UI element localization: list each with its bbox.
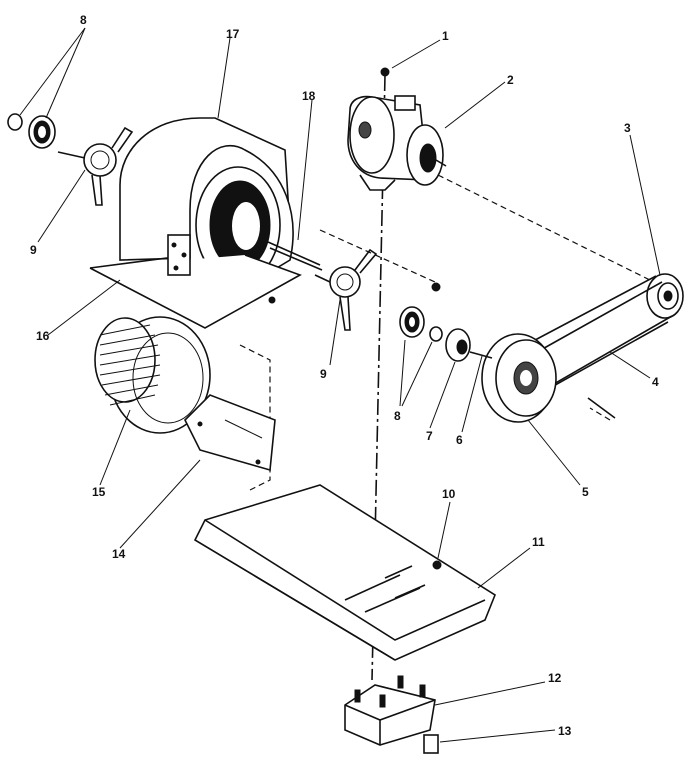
pulley-icon bbox=[481, 333, 616, 423]
bushing-icon bbox=[445, 328, 493, 362]
callout-2: 2 bbox=[507, 73, 514, 87]
callout-15: 15 bbox=[92, 485, 106, 499]
blower-housing-icon bbox=[89, 117, 323, 329]
blower-wheel-icon bbox=[94, 316, 211, 434]
callout-10: 10 bbox=[442, 487, 456, 501]
motor-icon bbox=[347, 95, 447, 191]
callout-9-center: 9 bbox=[320, 367, 327, 381]
bearing-bracket-icon bbox=[57, 126, 134, 206]
bearing-collar-icon bbox=[7, 113, 56, 149]
callout-8-top: 8 bbox=[80, 13, 87, 27]
callout-11: 11 bbox=[532, 535, 545, 549]
callout-labels: 1 2 3 4 5 6 6 7 8 8 9 9 10 11 12 13 14 1… bbox=[30, 13, 659, 738]
callout-9-left: 9 bbox=[30, 243, 37, 257]
cutoff-plate-icon bbox=[184, 394, 276, 472]
callout-3: 3 bbox=[624, 121, 631, 135]
bearing-bracket-icon bbox=[314, 248, 378, 331]
isolator-icon bbox=[344, 675, 436, 746]
base-panel-icon bbox=[193, 484, 496, 661]
bearing-collar-icon bbox=[399, 306, 443, 342]
leader-lines bbox=[19, 27, 661, 743]
callout-4: 4 bbox=[652, 375, 659, 389]
bolt-icon bbox=[380, 67, 390, 77]
callout-14: 14 bbox=[112, 547, 126, 561]
callout-16: 16 bbox=[36, 329, 50, 343]
pulley-icon bbox=[646, 273, 684, 319]
bolt-icon bbox=[431, 282, 441, 292]
callout-17: 17 bbox=[226, 27, 240, 41]
clip-icon bbox=[423, 734, 439, 754]
callout-6-hub: 6 bbox=[456, 433, 463, 447]
screw-icon bbox=[432, 560, 442, 570]
callout-5: 5 bbox=[582, 485, 589, 499]
callout-18: 18 bbox=[302, 89, 316, 103]
callout-8-middle: 8 bbox=[394, 409, 401, 423]
callout-13: 13 bbox=[558, 724, 572, 738]
callout-12: 12 bbox=[548, 671, 562, 685]
callout-7: 7 bbox=[426, 429, 433, 443]
callout-1: 1 bbox=[442, 29, 449, 43]
